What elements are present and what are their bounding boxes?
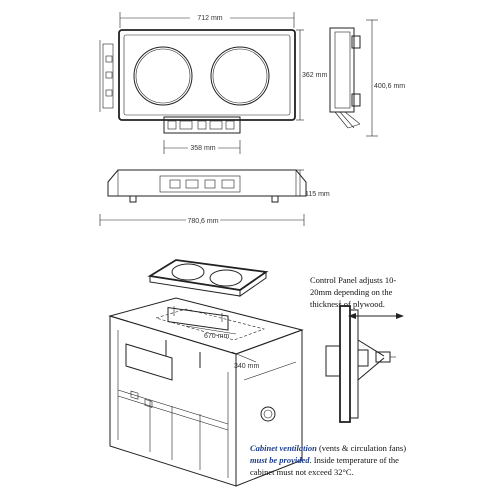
ventilation-note-line-2: must be provided. Inside temperature of …: [250, 455, 399, 465]
dim-top-width: 712 mm: [197, 15, 222, 22]
control-box-top: [163, 116, 241, 134]
dim-front-height: 115 mm: [305, 191, 330, 198]
arrow-left-icon: [348, 313, 356, 319]
arrow-right-icon: [396, 313, 404, 319]
dim-top-height: 362 mm: [302, 72, 327, 79]
dim-front-width: 780,6 mm: [187, 218, 218, 225]
dim-side-depth: 400,6 mm: [374, 83, 405, 90]
control-panel-detail: Control Panel adjusts 10- 20mm depending…: [310, 275, 404, 423]
control-panel-front: [125, 343, 173, 381]
front-view: 115 mm 780,6 mm: [99, 169, 330, 226]
control-panel-note-line-2: 20mm depending on the: [310, 287, 393, 297]
countertop-cutout: [154, 308, 266, 341]
hob-isometric: [147, 259, 269, 331]
ventilation-note: Cabinet ventilation (vents & circulation…: [250, 443, 406, 477]
ventilation-note-line-1: Cabinet ventilation (vents & circulation…: [250, 443, 406, 453]
ventilation-note-line-3: cabinet must not exceed 32°C.: [250, 467, 354, 477]
dim-cutout-depth: 340 mm: [234, 363, 259, 370]
burner-right: [210, 46, 270, 106]
control-panel-note-line-1: Control Panel adjusts 10-: [310, 275, 396, 285]
vent-circle: [260, 406, 276, 422]
side-view: 400,6 mm: [329, 19, 405, 137]
control-panel-note-line-3: thickness of plywood.: [310, 299, 385, 309]
dim-control-width: 358 mm: [190, 145, 215, 152]
burner-left: [133, 46, 193, 106]
dim-cutout-width: 670 mm: [204, 333, 229, 340]
top-view: 712 mm 362 mm 358 mm: [99, 11, 327, 154]
cabinet-isometric: 670 mm 340 mm: [108, 297, 304, 487]
